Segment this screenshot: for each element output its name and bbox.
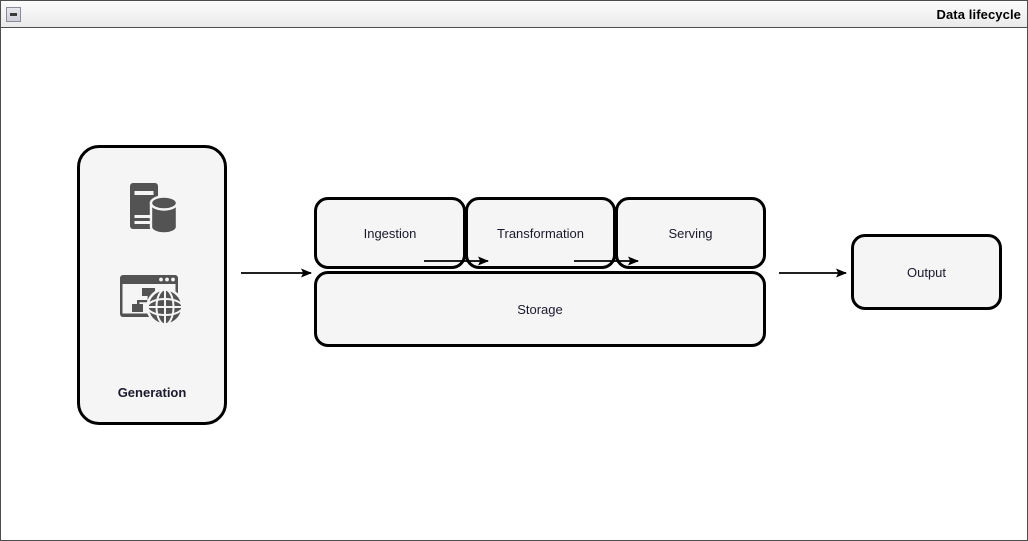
node-output[interactable]: Output [851,234,1002,310]
minimize-icon[interactable] [6,6,21,22]
node-generation[interactable]: Generation [77,145,227,425]
server-database-icon [121,178,183,245]
node-serving[interactable]: Serving [615,197,766,269]
node-ingestion[interactable]: Ingestion [314,197,466,269]
web-network-globe-icon [119,271,185,334]
node-label-storage: Storage [517,301,563,317]
node-label-ingestion: Ingestion [363,225,417,241]
node-label-generation: Generation [117,385,187,400]
node-storage[interactable]: Storage [314,271,766,347]
node-label-serving: Serving [668,225,713,241]
node-label-output: Output [906,264,947,280]
node-label-transformation: Transformation [497,225,584,241]
diagram-canvas: Generation Ingestion Transformation Serv… [1,28,1027,540]
window-title: Data lifecycle [936,6,1021,22]
node-transformation[interactable]: Transformation [465,197,616,269]
minimize-glyph [10,12,17,16]
window-titlebar: Data lifecycle [1,1,1027,28]
